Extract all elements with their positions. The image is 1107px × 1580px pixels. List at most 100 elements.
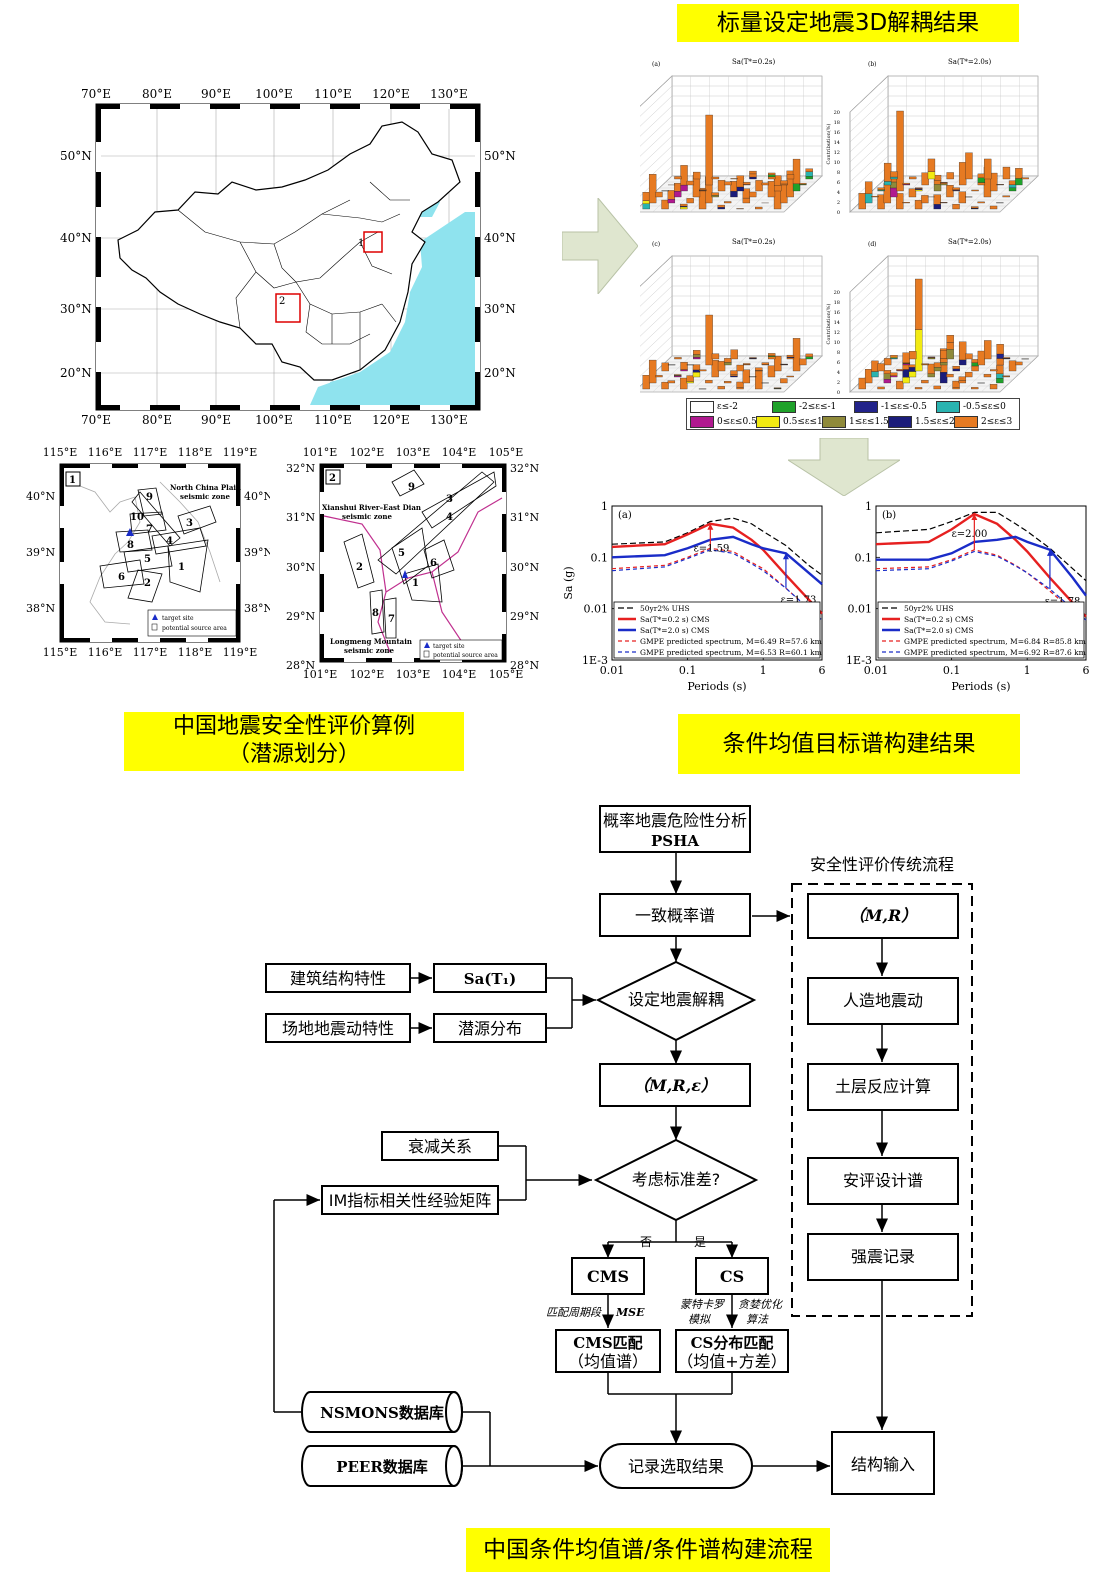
lon-label-top: 80°E <box>142 87 172 101</box>
legend-swatch <box>822 416 846 428</box>
bar3d-bar <box>692 372 701 378</box>
nsmons-label: NSMONS数据库 <box>320 1404 444 1422</box>
bar3d-bar <box>864 193 873 204</box>
zone-title: seismic zone <box>180 492 230 501</box>
z-tick: 18 <box>834 120 840 126</box>
panel-title: Sa(T*=0.2s) <box>732 238 775 246</box>
bar3d-bar <box>742 197 751 204</box>
bar3d-bar <box>661 199 669 210</box>
zone-title: Xianshui River–East Dian <box>322 503 421 512</box>
source-map-1: 9 10 7 3 8 4 5 6 2 1 1 North China Plain… <box>26 446 270 659</box>
panel-letter: (c) <box>652 241 660 248</box>
zone-title: seismic zone <box>344 646 394 655</box>
bar3d-bar <box>648 359 657 384</box>
bar3d-bar <box>927 171 936 180</box>
area-label: 3 <box>186 518 193 529</box>
z-tick: 18 <box>834 300 840 306</box>
sat1-box <box>433 963 547 993</box>
panel-title: Sa(T*=0.2s) <box>732 58 775 66</box>
bar3d-bar <box>655 191 663 198</box>
bar3d-bar <box>680 206 688 210</box>
bar3d-bar <box>940 182 948 183</box>
bar3d-bar <box>927 158 936 172</box>
bar3d-bar <box>977 201 985 204</box>
legend-label: -1≤ε≤-0.5 <box>881 402 927 412</box>
lon-label: 105°E <box>489 446 524 459</box>
lon-label: 115°E <box>43 446 78 459</box>
legend-label: 1.5≤ε≤2 <box>915 417 955 427</box>
bar3d-bar <box>705 380 713 384</box>
cms-match-label: CMS匹配 <box>573 1334 642 1352</box>
cs-label: CS <box>720 1267 744 1286</box>
bar3d-bar <box>693 350 701 355</box>
z-tick: 4 <box>837 370 840 376</box>
area-label: 8 <box>127 540 134 551</box>
lon-label: 116°E <box>88 446 123 459</box>
bar3d-bar <box>915 187 923 189</box>
bar3d-bar <box>686 381 694 384</box>
bar3d-bar <box>958 376 967 381</box>
decomp-diamond <box>595 960 757 1042</box>
bar3d-bar <box>896 110 904 192</box>
bar3d-bar <box>915 188 923 190</box>
lat-label: 39°N <box>26 546 55 559</box>
area-label: 3 <box>446 494 453 505</box>
bar3d-bar <box>1002 375 1010 377</box>
banner-psha-case: 中国地震安全性评价算例 （潜源划分） <box>124 712 464 771</box>
legend-label: 2≤ε≤3 <box>981 417 1013 427</box>
lon-label-top: 90°E <box>201 87 231 101</box>
bar3d-bar <box>711 176 720 180</box>
bar3d-bar <box>692 364 701 371</box>
bar3d-bar <box>780 183 788 186</box>
bar3d-bar <box>736 186 744 192</box>
x-tick-label: 1 <box>760 664 767 677</box>
bar3d-bar <box>996 378 1004 384</box>
series-line <box>875 512 1087 618</box>
lon-label: 101°E <box>303 446 338 459</box>
legend-text: 50yr2% UHS <box>640 604 690 613</box>
bar3d-bar <box>940 182 948 184</box>
bar3d-bar <box>693 171 701 180</box>
panel-letter: (b) <box>868 61 877 68</box>
struct-in-label: 结构输入 <box>851 1455 915 1474</box>
legend-target: target site <box>162 615 194 622</box>
z-tick: 2 <box>837 200 840 206</box>
lat-label: 38°N <box>26 602 55 615</box>
bar3d-bar <box>933 362 942 368</box>
bar3d-bar <box>667 380 676 384</box>
z-tick: 14 <box>834 140 840 146</box>
psha-box <box>599 805 751 853</box>
bar3d-bar <box>927 356 936 358</box>
bar3d-bar <box>792 338 801 372</box>
bar3d-bar <box>749 173 757 178</box>
bar3d-bar <box>724 181 732 186</box>
bar3d-bar <box>933 385 941 390</box>
bar3d-bar <box>896 380 904 390</box>
bar3d-bar <box>890 375 898 378</box>
lat-label: 29°N <box>286 610 315 623</box>
source-map-2: 9 3 4 5 2 6 1 8 7 2 Xianshui River–East … <box>286 446 539 681</box>
bar3d-bar <box>736 387 744 390</box>
bar3d-bar <box>674 191 682 198</box>
bar3d-bar <box>940 350 948 359</box>
bar3d-bar <box>755 206 763 210</box>
bar3d-bar <box>680 184 688 192</box>
bar3d-bar <box>768 353 776 356</box>
bar3d-bar <box>686 198 694 204</box>
bar3d-bar <box>680 362 688 370</box>
lat-label: 40°N <box>244 490 270 503</box>
bar3d-bar <box>736 381 744 388</box>
bar3d-bar <box>755 367 763 390</box>
bar3d-bar <box>990 172 998 192</box>
bar3d-bar <box>921 172 929 186</box>
monte-label: 模拟 <box>688 1313 711 1326</box>
legend-text: Sa(T*=2.0 s) CMS <box>640 626 710 635</box>
china-map: 1 2 70°E 80°E 90°E 100°E 110°E 120°E 130… <box>60 87 516 427</box>
legend-entry: -2≤ε≤-1 <box>772 401 836 413</box>
std-diamond <box>593 1138 759 1222</box>
legend-swatch <box>690 416 714 428</box>
lon-label: 101°E <box>303 668 338 681</box>
area-label: 7 <box>146 524 153 535</box>
banner-psha-case-line2: （潜源划分） <box>227 742 360 767</box>
lat-label-left: 20°N <box>60 366 92 380</box>
